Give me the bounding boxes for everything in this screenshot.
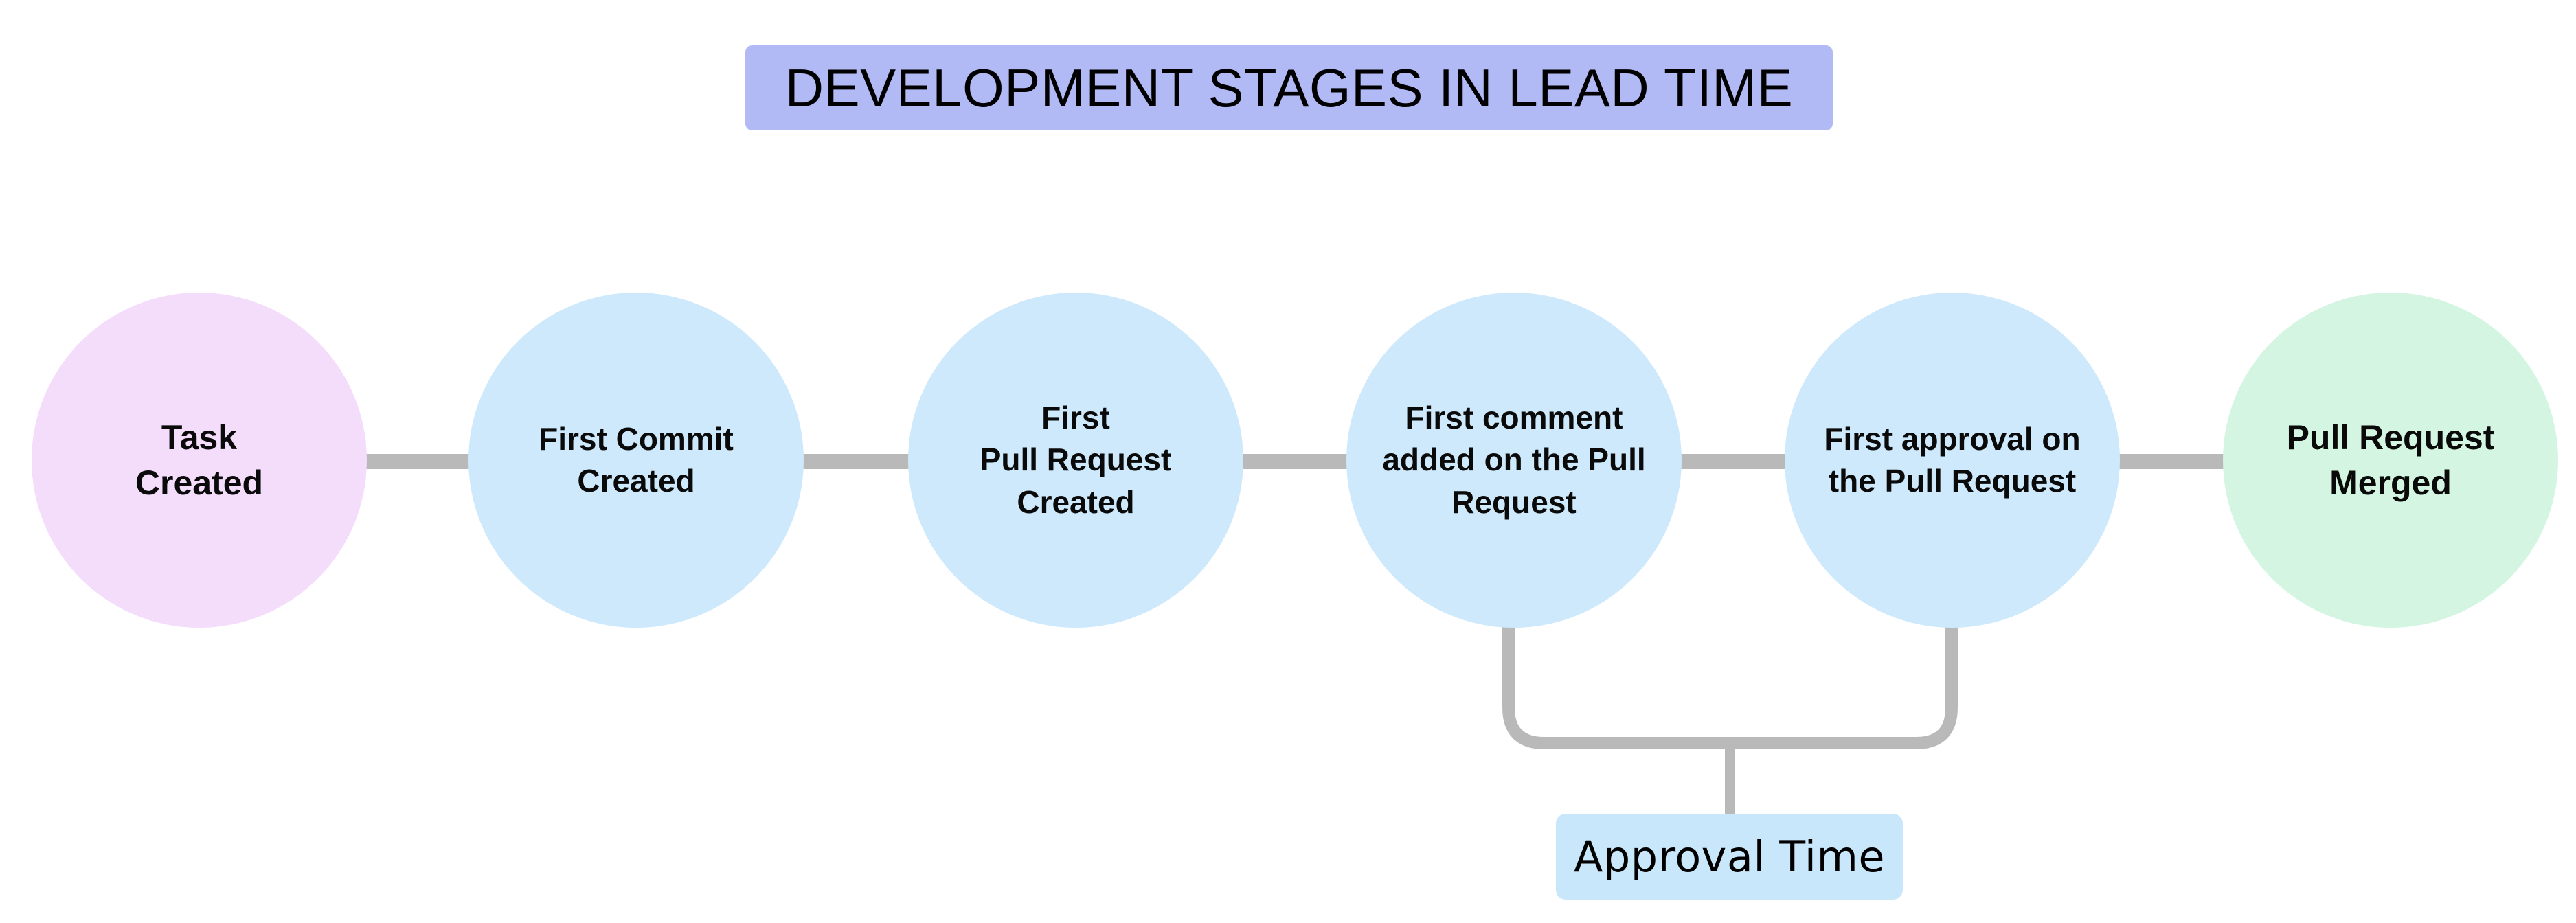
stage-label-first-comment-on-pull-request: First comment added on the Pull Request	[1382, 400, 1646, 520]
page-title: DEVELOPMENT STAGES IN LEAD TIME	[784, 58, 1794, 118]
page-title-banner: DEVELOPMENT STAGES IN LEAD TIME	[745, 45, 1833, 130]
stage-label-first-approval-on-pull-request: First approval on the Pull Request	[1824, 420, 2081, 499]
approval-time-bracket	[1502, 626, 1958, 749]
stage-node-first-commit-created[interactable]: First Commit Created	[468, 293, 804, 628]
approval-time-label: Approval Time	[1573, 831, 1886, 882]
stage-label-first-commit-created: First Commit Created	[539, 420, 734, 499]
stage-node-first-approval-on-pull-request[interactable]: First approval on the Pull Request	[1785, 293, 2120, 628]
stage-label-first-pull-request-created: First Pull Request Created	[980, 400, 1172, 520]
stage-node-pull-request-merged[interactable]: Pull Request Merged	[2223, 293, 2558, 628]
stage-label-task-created: Task Created	[135, 418, 264, 503]
stage-label-pull-request-merged: Pull Request Merged	[2286, 418, 2495, 503]
stage-node-first-pull-request-created[interactable]: First Pull Request Created	[908, 293, 1243, 628]
stage-node-first-comment-on-pull-request[interactable]: First comment added on the Pull Request	[1346, 293, 1682, 628]
approval-time-callout[interactable]: Approval Time	[1556, 814, 1903, 900]
stage-node-task-created[interactable]: Task Created	[32, 293, 367, 628]
